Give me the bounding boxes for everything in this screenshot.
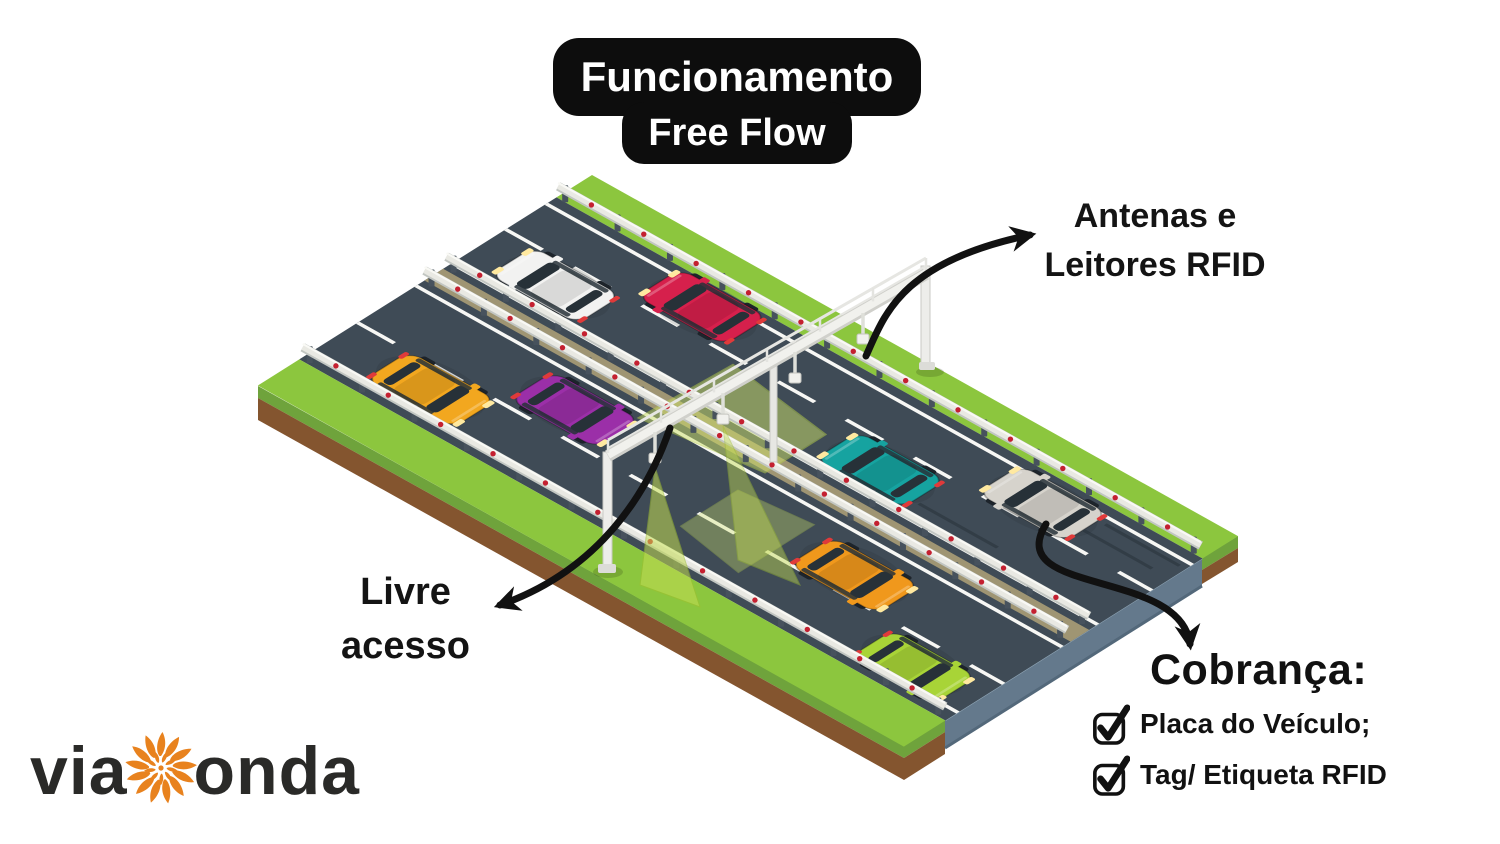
viaonda-spiral-icon	[124, 732, 197, 804]
gantry-pole-left	[602, 451, 613, 569]
ground-cross-section	[258, 386, 1238, 780]
checked-checkbox-icon	[1093, 704, 1130, 745]
title-line2: Free Flow	[622, 102, 852, 164]
annotation-arrows	[493, 226, 1201, 651]
grass-strip-left	[257, 359, 946, 747]
free-access-callout: Livre acesso	[318, 566, 493, 674]
guardrail-outer-left	[300, 342, 948, 715]
road-side-face	[945, 558, 1202, 748]
antennas-callout-line2: Leitores RFID	[1044, 246, 1266, 285]
guardrail-outer-right	[556, 181, 1203, 554]
billing-block: Cobrança: Placa do Veículo; Tag/ Etiquet…	[1092, 646, 1500, 797]
guardrail-median-near	[422, 266, 1070, 638]
viaonda-logo: via onda	[30, 728, 360, 814]
logo-text-right: onda	[193, 733, 360, 809]
gantry-pole-middle	[769, 361, 778, 463]
billing-item-plate: Placa do Veículo;	[1092, 702, 1500, 746]
billing-heading: Cobrança:	[1150, 646, 1368, 694]
billing-item-tag: Tag/ Etiqueta RFID	[1092, 753, 1500, 797]
free-access-callout-line2: acesso	[341, 624, 470, 667]
gantry-railing-posts	[606, 258, 928, 453]
rfid-light-beams	[639, 425, 802, 608]
antennas-callout: Antenas e Leitores RFID	[1000, 192, 1310, 291]
rfid-scan-patch-near	[679, 489, 816, 574]
rfid-gantry	[593, 256, 944, 608]
free-access-callout-line1: Livre	[360, 571, 451, 613]
guardrail-median-far	[444, 252, 1092, 624]
checked-checkbox-icon	[1093, 755, 1130, 796]
title-bubble: Funcionamento Free Flow	[537, 38, 937, 164]
antennas-callout-line1: Antenas e	[1073, 197, 1237, 235]
arrow-to-free-access-label	[493, 424, 674, 611]
arrow-to-antennas-label	[862, 226, 1037, 360]
billing-item-label: Tag/ Etiqueta RFID	[1140, 759, 1387, 790]
logo-text-left: via	[30, 733, 128, 809]
arrow-to-billing-label	[1035, 520, 1201, 651]
grass-strip-right	[556, 175, 1239, 559]
billing-item-label: Placa do Veículo;	[1140, 708, 1371, 739]
